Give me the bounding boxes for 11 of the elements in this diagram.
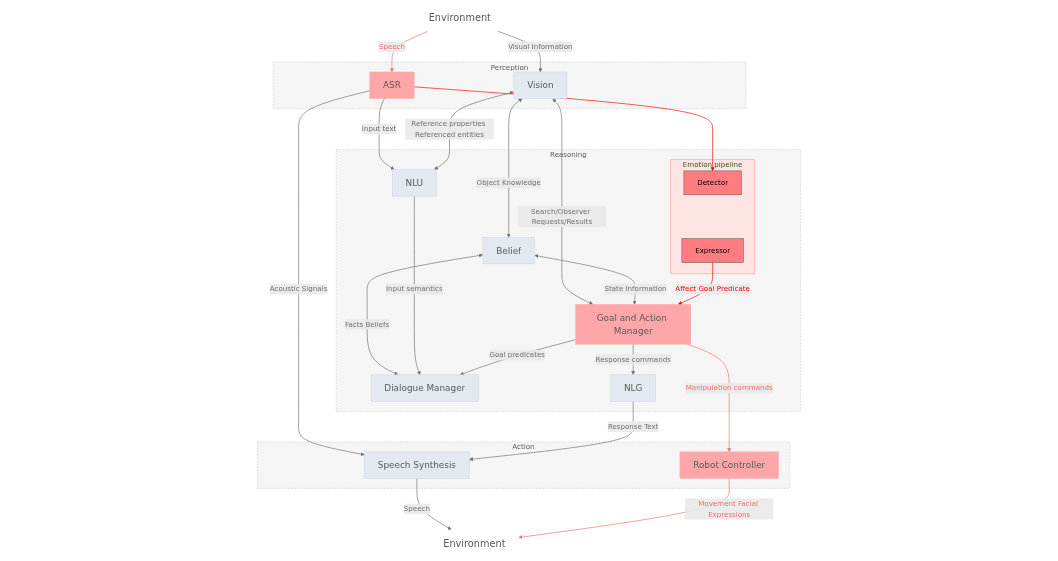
node-box: Belief [482,237,535,265]
node-box: NLG [610,374,656,402]
node-box: Robot Controller [679,451,779,479]
node-box: NLU [392,169,437,197]
node-box: ASR [369,71,415,99]
node-text: Environment [443,537,506,550]
node-box: Goal and Action Manager [575,304,691,345]
node-box: Dialogue Manager [370,374,479,402]
node-box: Speech Synthesis [364,451,470,479]
node-text: Environment [428,11,491,24]
node-box: Vision [513,71,568,99]
